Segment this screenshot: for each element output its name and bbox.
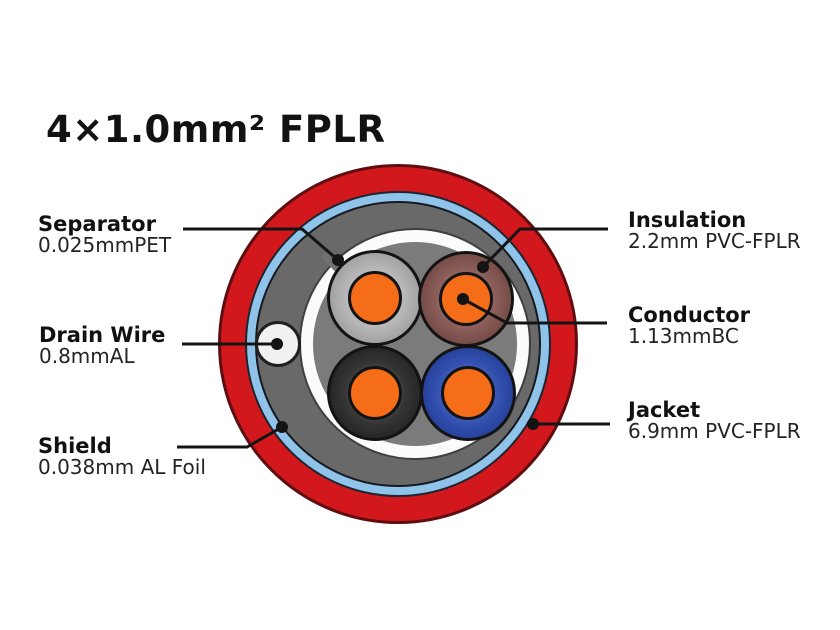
shield-label-spec: 0.038mm AL Foil — [38, 455, 206, 479]
conductor-blue-insulation — [420, 345, 516, 441]
drain-wire-label-name: Drain Wire — [39, 323, 166, 347]
conductor-label-spec: 1.13mmBC — [628, 324, 739, 348]
conductor-black-insulation — [327, 345, 423, 441]
drain-wire-label: Drain Wire 0.8mmAL — [39, 324, 165, 366]
shield-label-name: Shield — [38, 434, 112, 458]
drain-wire-circle — [255, 321, 301, 367]
diagram-title: 4×1.0mm² FPLR — [46, 108, 386, 151]
insulation-label: Insulation 2.2mm PVC-FPLR — [628, 209, 801, 251]
conductor-gray-insulation — [327, 250, 423, 346]
separator-label: Separator 0.025mmPET — [38, 213, 171, 255]
conductor-label-name: Conductor — [628, 303, 751, 327]
jacket-label-name: Jacket — [628, 398, 701, 422]
drain-wire-label-spec: 0.8mmAL — [39, 344, 135, 368]
conductor-black-core — [348, 366, 402, 420]
separator-label-name: Separator — [38, 212, 156, 236]
conductor-label: Conductor 1.13mmBC — [628, 304, 750, 346]
conductor-brown-core — [439, 272, 493, 326]
jacket-label-spec: 6.9mm PVC-FPLR — [628, 419, 801, 443]
jacket-label: Jacket 6.9mm PVC-FPLR — [628, 399, 801, 441]
shield-label: Shield 0.038mm AL Foil — [38, 435, 206, 477]
conductor-gray-core — [348, 271, 402, 325]
insulation-label-name: Insulation — [628, 208, 747, 232]
conductor-blue-core — [441, 366, 495, 420]
separator-label-spec: 0.025mmPET — [38, 233, 172, 257]
conductor-brown-insulation — [418, 251, 514, 347]
insulation-label-spec: 2.2mm PVC-FPLR — [628, 229, 801, 253]
